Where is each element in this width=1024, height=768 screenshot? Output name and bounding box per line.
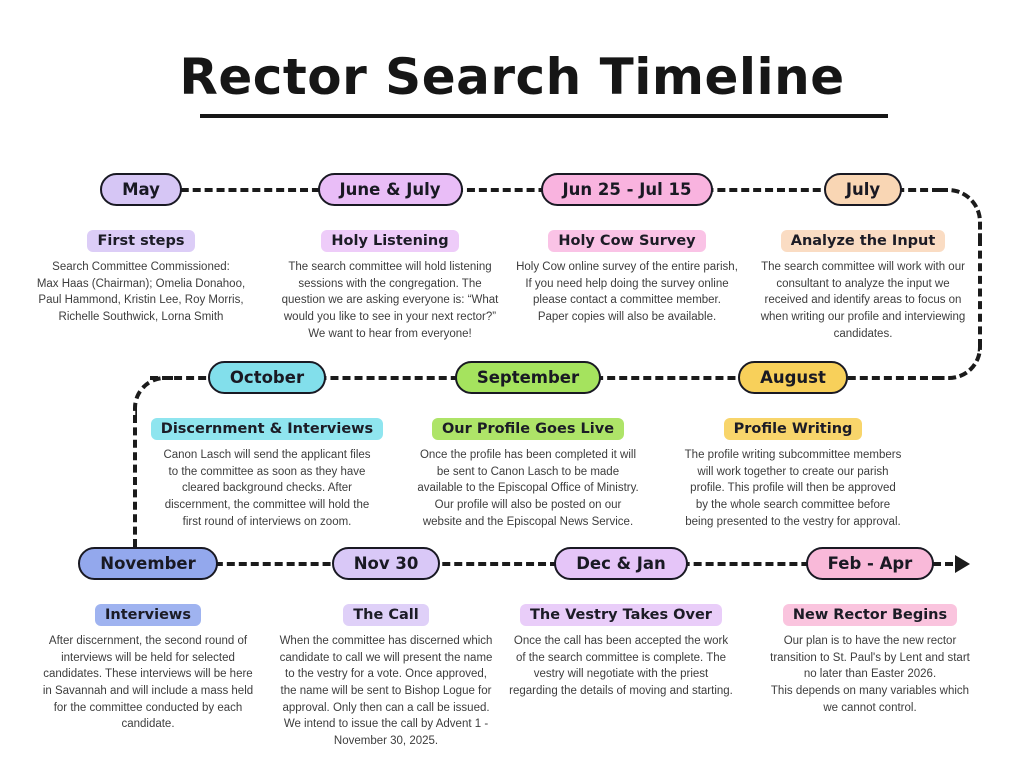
heading-holy-cow-survey: Holy Cow Survey xyxy=(548,230,706,252)
event-may: May First steps Search Committee Commiss… xyxy=(11,173,271,326)
timeline-arrow-icon xyxy=(955,555,970,573)
description-profile-goes-live: Once the profile has been completed it w… xyxy=(417,449,639,528)
heading-vestry-takes-over: The Vestry Takes Over xyxy=(520,604,722,626)
connector-top-right-corner xyxy=(940,188,982,238)
date-pill-august: August xyxy=(738,361,848,394)
description-the-call: When the committee has discerned which c… xyxy=(279,635,493,748)
date-pill-november: November xyxy=(78,547,218,580)
connector-right-vertical xyxy=(978,238,982,347)
event-june-july: June & July Holy Listening The search co… xyxy=(260,173,520,342)
description-analyze-the-input: The search committee will work with our … xyxy=(760,261,966,340)
connector-left-vertical xyxy=(133,415,137,547)
connector-bottom-right-corner xyxy=(940,347,982,380)
heading-interviews: Interviews xyxy=(95,604,201,626)
heading-new-rector-begins: New Rector Begins xyxy=(782,604,958,626)
date-pill-june-july: June & July xyxy=(317,173,463,206)
event-nov-30: Nov 30 The Call When the committee has d… xyxy=(256,547,516,750)
heading-profile-goes-live: Our Profile Goes Live xyxy=(431,418,625,440)
date-pill-may: May xyxy=(100,173,182,206)
connector-row3-line xyxy=(155,562,953,566)
date-pill-nov-30: Nov 30 xyxy=(331,547,441,580)
heading-holy-listening: Holy Listening xyxy=(321,230,459,252)
description-holy-cow-survey: Holy Cow online survey of the entire par… xyxy=(516,261,738,324)
description-interviews: After discernment, the second round of i… xyxy=(42,635,254,731)
title-underline xyxy=(200,114,888,118)
description-profile-writing: The profile writing subcommittee members… xyxy=(684,449,902,528)
heading-discernment-interviews: Discernment & Interviews xyxy=(150,418,384,440)
date-pill-september: September xyxy=(454,361,602,394)
heading-first-steps: First steps xyxy=(87,230,195,252)
event-july: July Analyze the Input The search commit… xyxy=(733,173,993,342)
event-dec-jan: Dec & Jan The Vestry Takes Over Once the… xyxy=(491,547,751,700)
event-august: August Profile Writing The profile writi… xyxy=(663,361,923,530)
heading-the-call: The Call xyxy=(343,604,429,626)
date-pill-jun25-jul15: Jun 25 - Jul 15 xyxy=(540,173,714,206)
event-november: November Interviews After discernment, t… xyxy=(18,547,278,733)
date-pill-feb-apr: Feb - Apr xyxy=(805,547,935,580)
description-discernment-interviews: Canon Lasch will send the applicant file… xyxy=(163,449,371,528)
heading-analyze-the-input: Analyze the Input xyxy=(780,230,946,252)
description-vestry-takes-over: Once the call has been accepted the work… xyxy=(509,635,733,698)
page-title: Rector Search Timeline xyxy=(179,48,845,106)
connector-top-left-corner xyxy=(133,376,173,415)
date-pill-october: October xyxy=(207,361,327,394)
heading-profile-writing: Profile Writing xyxy=(723,418,863,440)
description-new-rector-begins: Our plan is to have the new rector trans… xyxy=(770,635,970,714)
event-jun25-jul15: Jun 25 - Jul 15 Holy Cow Survey Holy Cow… xyxy=(497,173,757,326)
description-first-steps: Search Committee Commissioned: Max Haas … xyxy=(36,261,246,324)
description-holy-listening: The search committee will hold listening… xyxy=(281,261,499,340)
event-feb-apr: Feb - Apr New Rector Begins Our plan is … xyxy=(740,547,1000,716)
event-october: October Discernment & Interviews Canon L… xyxy=(137,361,397,530)
event-september: September Our Profile Goes Live Once the… xyxy=(398,361,658,530)
date-pill-july: July xyxy=(823,173,903,206)
date-pill-dec-jan: Dec & Jan xyxy=(554,547,688,580)
